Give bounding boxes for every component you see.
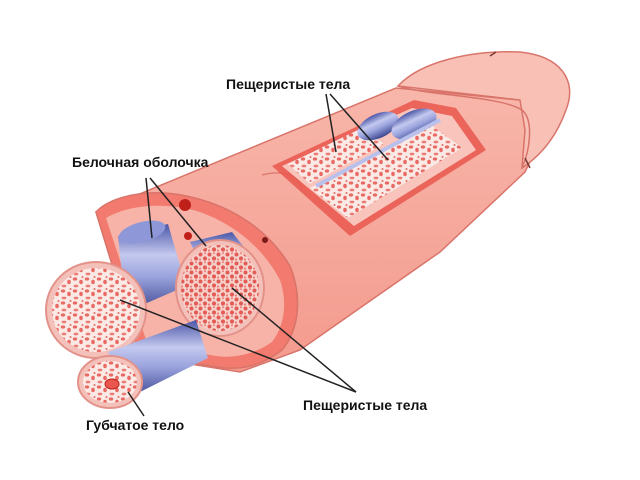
- pointer-cav-top-2: [329, 93, 389, 161]
- pointer-tunica-2: [149, 177, 207, 247]
- top-tunica-end-1: [357, 111, 399, 141]
- left-tunica-back: [118, 220, 166, 244]
- pointer-tunica-1: [145, 177, 153, 239]
- top-window-divider: [315, 118, 441, 188]
- vessel-3: [262, 237, 268, 243]
- pointer-cav-top-1: [325, 93, 337, 153]
- pointer-lines: [119, 93, 389, 417]
- vessel-2: [184, 232, 192, 240]
- top-cavernous-body-upper: [288, 128, 384, 184]
- label-tunica-albuginea: Белочная оболочка: [72, 154, 209, 170]
- label-cavernous-bodies-top: Пещеристые тела: [226, 76, 351, 92]
- pointer-spong: [127, 391, 145, 417]
- pointer-cav-bottom-2: [231, 287, 357, 393]
- vessel-1: [179, 199, 191, 211]
- right-cavernous-body: [181, 245, 259, 331]
- urethra: [104, 378, 120, 390]
- urethral-opening-mark: [489, 51, 531, 169]
- glans-crown: [397, 85, 531, 169]
- pointer-cav-bottom-1: [119, 299, 357, 393]
- glans: [396, 51, 571, 170]
- label-cavernous-bodies-bottom: Пещеристые тела: [303, 397, 428, 413]
- left-cavernous-body: [52, 268, 140, 352]
- top-cavernous-body-lower: [310, 124, 462, 218]
- label-corpus-spongiosum: Губчатое тело: [86, 417, 185, 433]
